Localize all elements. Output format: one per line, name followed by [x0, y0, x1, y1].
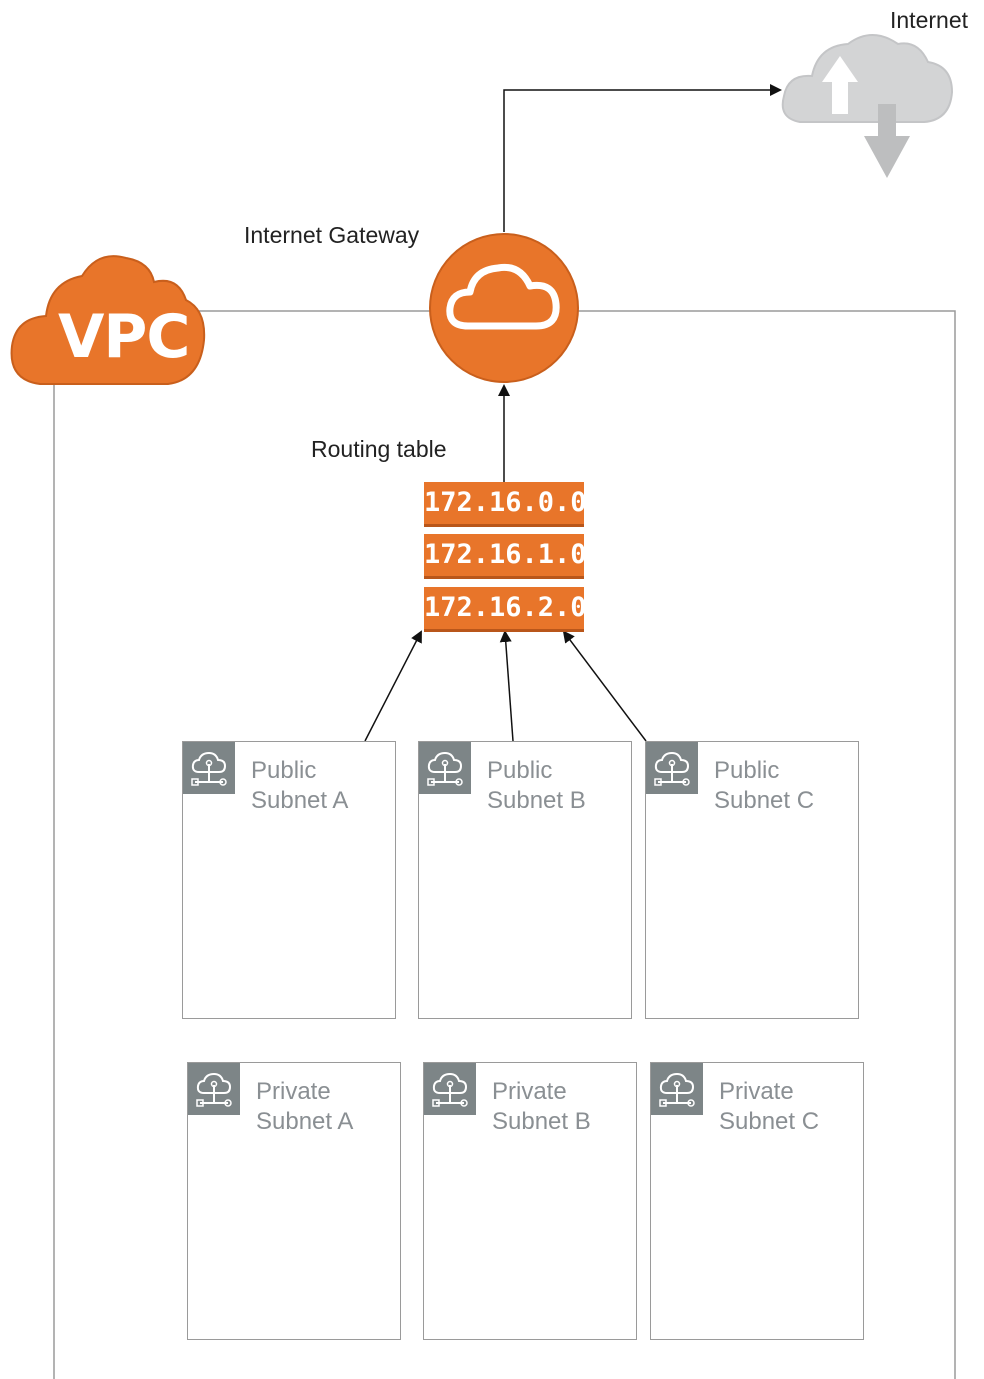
- gateway-to-internet-edge: [503, 84, 782, 232]
- subnet-cloud-icon: [646, 742, 698, 794]
- routing-table-entry: 172.16.2.0: [424, 587, 587, 629]
- subnet-cloud-icon: [424, 1063, 476, 1115]
- internet-gateway-icon: [429, 233, 579, 383]
- vpc-boundary: [53, 310, 956, 1379]
- public-subnet-c-edge: [562, 630, 647, 742]
- vpc-label: VPC: [58, 302, 190, 372]
- internet-cloud-icon: [781, 34, 954, 178]
- subnet-cloud-icon: [183, 742, 235, 794]
- subnet-cloud-icon: [651, 1063, 703, 1115]
- subnet-cloud-icon: [419, 742, 471, 794]
- routing-table-label: Routing table: [311, 436, 447, 462]
- internet-gateway-label: Internet Gateway: [244, 222, 420, 248]
- public-subnet-b-edge: [499, 630, 514, 742]
- routing-table-entry: 172.16.0.0: [424, 482, 587, 524]
- routing-table-entry: 172.16.1.0: [424, 534, 587, 576]
- public-subnet-a-edge: [364, 630, 422, 742]
- vpc-cloud-icon: [10, 255, 206, 385]
- internet-label: Internet: [890, 7, 968, 33]
- subnet-cloud-icon: [188, 1063, 240, 1115]
